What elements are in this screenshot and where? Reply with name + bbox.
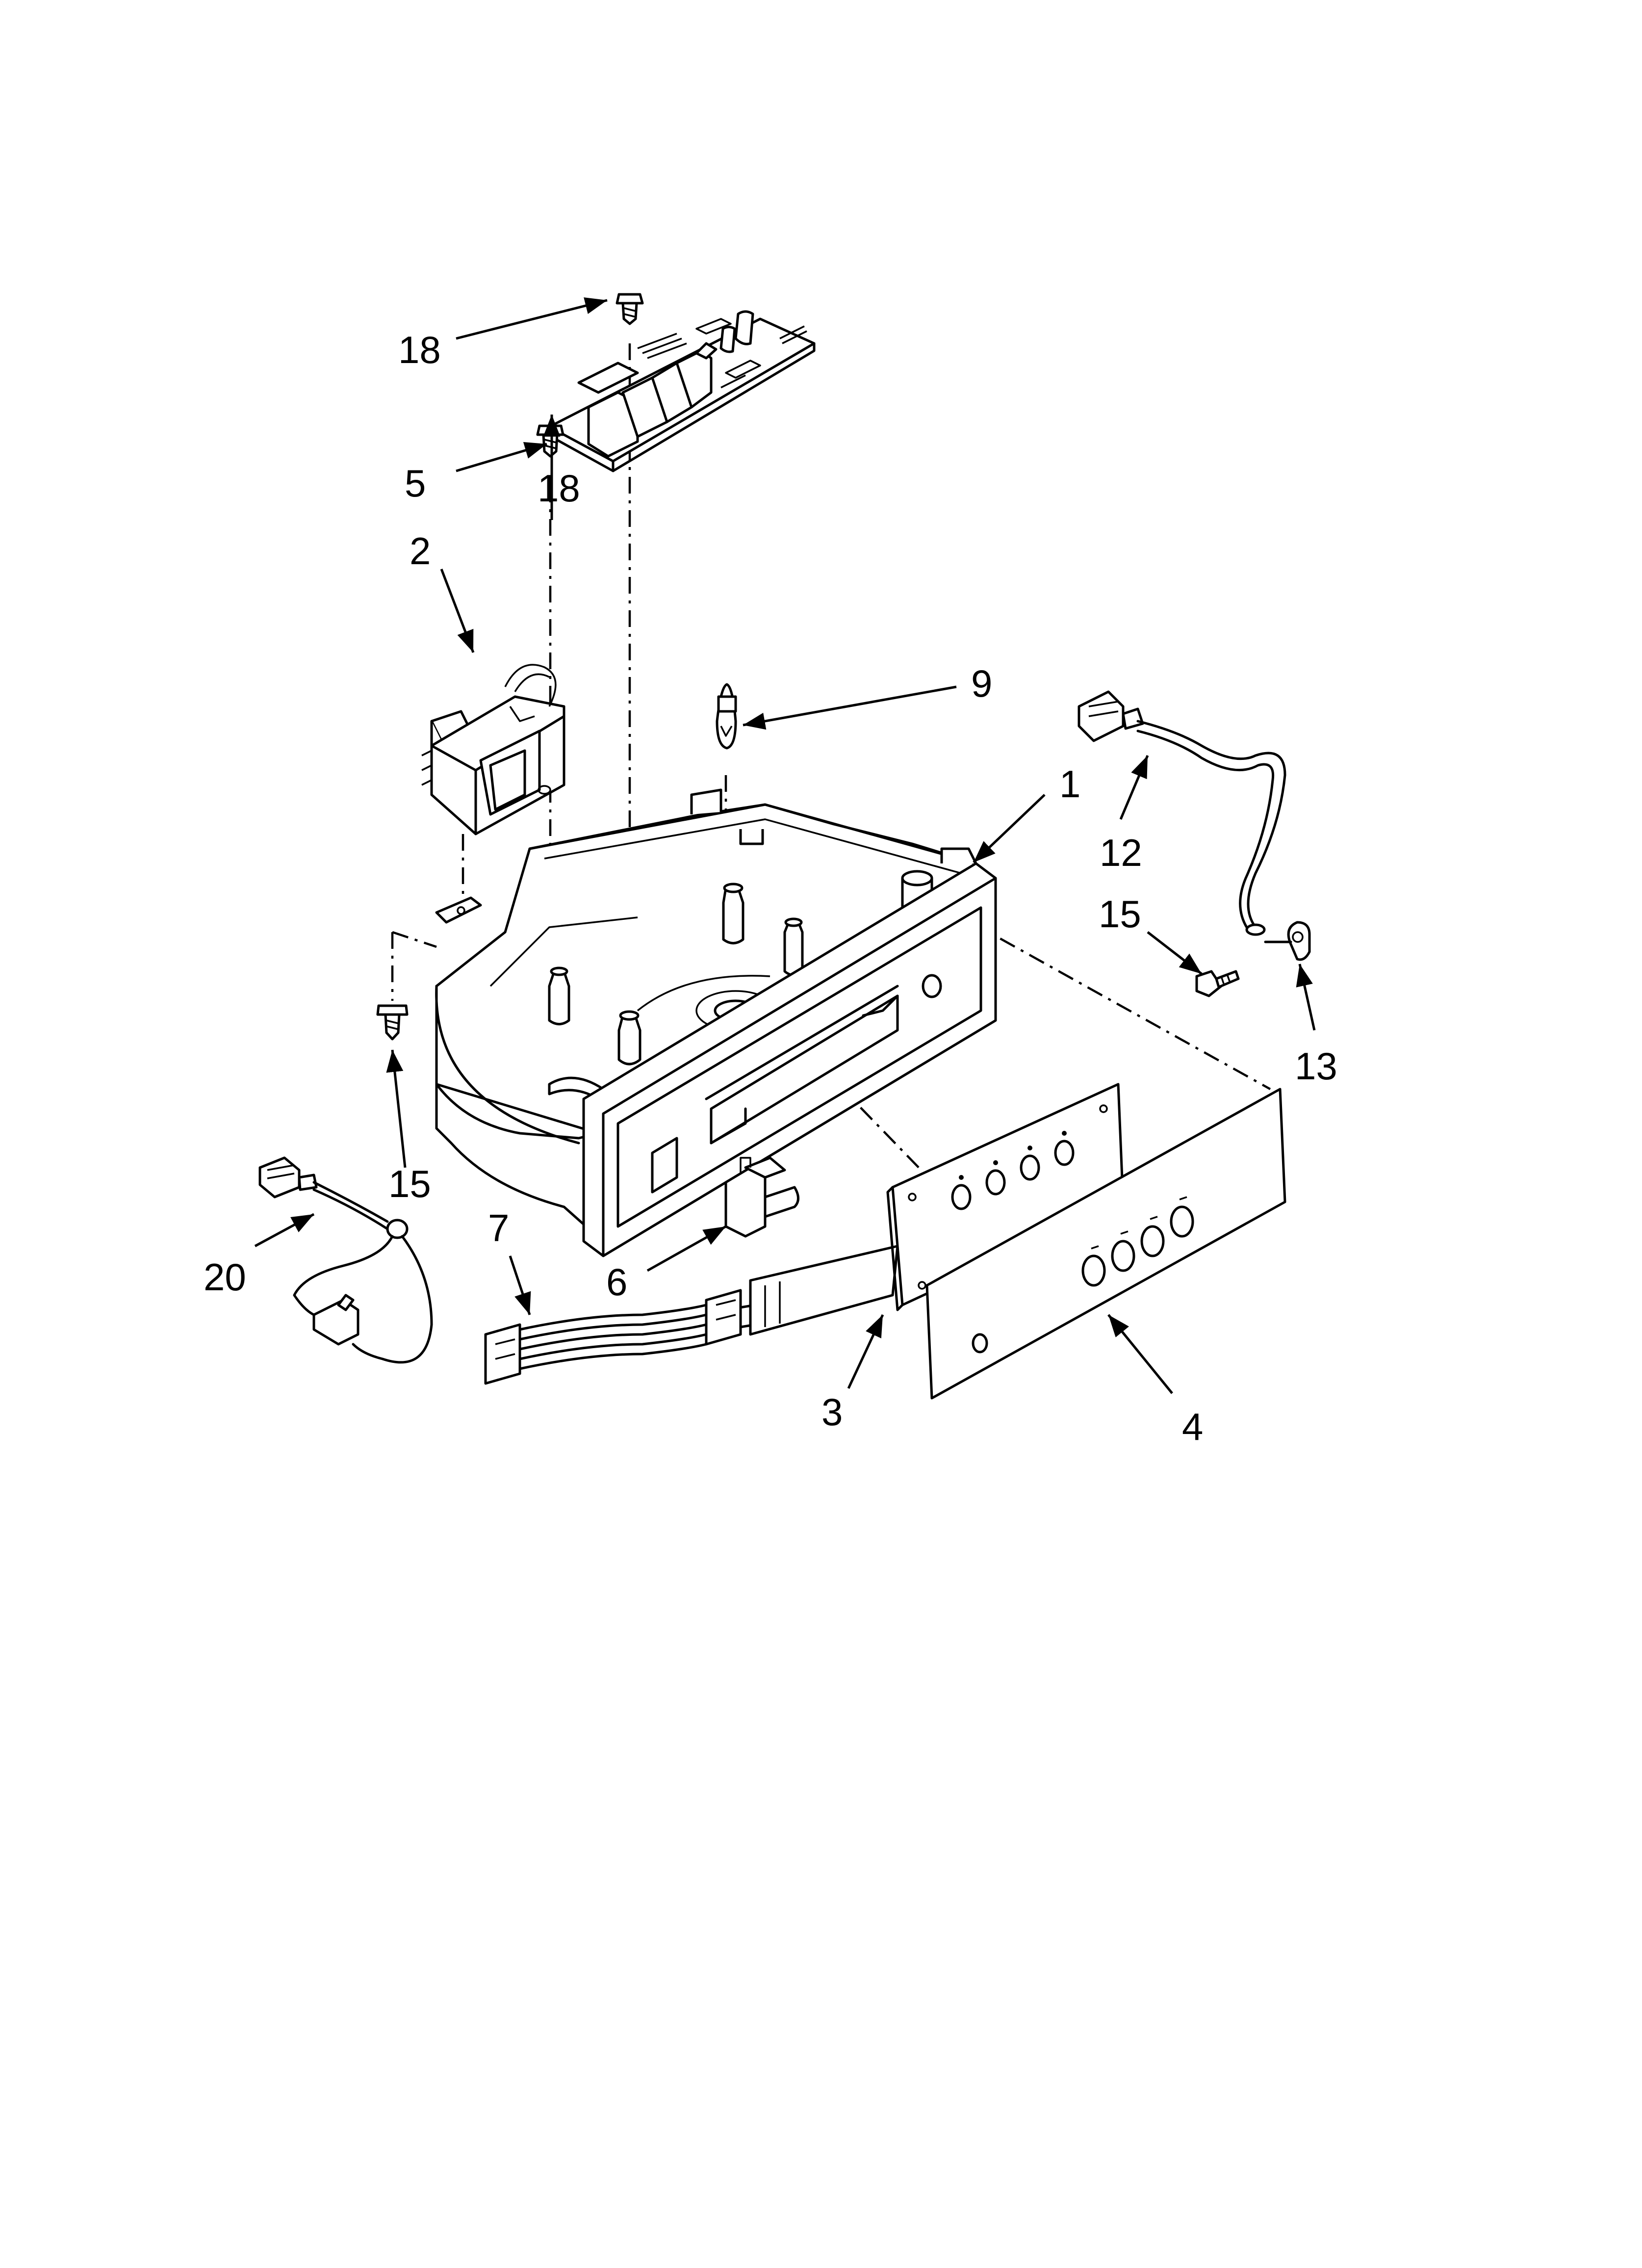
control-housing bbox=[435, 788, 997, 1257]
door-switch-6 bbox=[724, 1156, 799, 1238]
control-overlay-4 bbox=[925, 1088, 1286, 1400]
callout-3: 3 bbox=[821, 1390, 843, 1434]
mounting-bracket bbox=[435, 896, 482, 924]
callout-9: 9 bbox=[971, 662, 992, 705]
callout-12: 12 bbox=[1100, 831, 1142, 874]
callout-6: 6 bbox=[606, 1260, 627, 1303]
callout-7: 7 bbox=[488, 1206, 509, 1250]
callout-18-mid: 18 bbox=[538, 467, 580, 510]
screw-15-left bbox=[376, 1004, 409, 1041]
callout-labels: 18 5 18 2 9 1 12 15 13 15 7 20 6 3 4 bbox=[204, 328, 1337, 1448]
callout-18-top: 18 bbox=[398, 328, 441, 371]
callout-1: 1 bbox=[1059, 762, 1080, 806]
wire-harness-12 bbox=[1078, 690, 1286, 936]
callout-15-right: 15 bbox=[1099, 892, 1141, 936]
callout-13: 13 bbox=[1295, 1044, 1337, 1088]
callout-5: 5 bbox=[405, 462, 426, 505]
transformer bbox=[421, 664, 565, 835]
callout-leaders bbox=[254, 297, 1316, 1394]
control-panel-3 bbox=[749, 1083, 1125, 1336]
screw-15-right bbox=[1195, 970, 1240, 997]
callout-4: 4 bbox=[1182, 1405, 1203, 1448]
control-board bbox=[548, 310, 816, 472]
light-bulb bbox=[716, 683, 737, 750]
screw-18-top bbox=[616, 293, 644, 325]
callout-20: 20 bbox=[204, 1255, 246, 1299]
wire-harness-20 bbox=[258, 1156, 433, 1364]
ground-clip-13 bbox=[1264, 921, 1311, 961]
callout-2: 2 bbox=[410, 529, 431, 573]
callout-15-left: 15 bbox=[388, 1162, 431, 1205]
